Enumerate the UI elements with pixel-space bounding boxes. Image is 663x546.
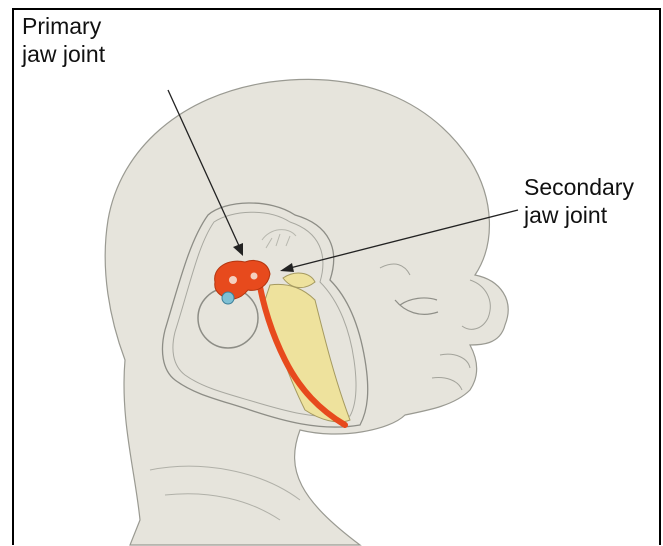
primary-jaw-joint-label: Primary jaw joint (22, 12, 105, 68)
secondary-jaw-joint-label: Secondary jaw joint (524, 173, 634, 229)
ossicle-hole-2 (251, 273, 258, 280)
ossicle-hole-1 (229, 276, 237, 284)
stapes (222, 292, 234, 304)
